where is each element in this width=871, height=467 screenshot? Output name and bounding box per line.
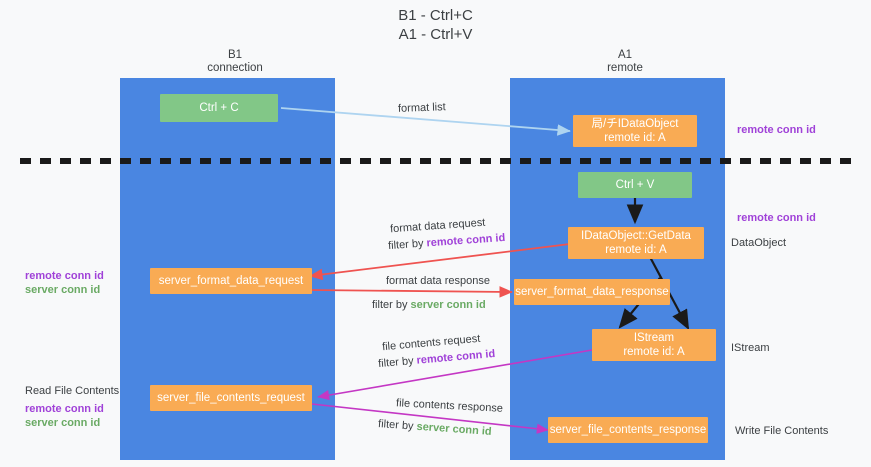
page-title: B1 - Ctrl+C A1 - Ctrl+V: [398, 7, 473, 43]
edge-label-format-data-response-filter: filter by server conn id: [372, 298, 486, 312]
annotation-read-file-contents: Read File Contents: [25, 385, 120, 397]
node-idataobject-remote[interactable]: 局/チIDataObject remote id: A: [573, 115, 697, 147]
node-idataobject-getdata[interactable]: IDataObject::GetData remote id: A: [568, 227, 704, 259]
annotation-left-server-conn-id: server conn id: [25, 284, 101, 296]
node-server-file-contents-request[interactable]: server_file_contents_request: [150, 385, 312, 411]
edge-label-file-contents-response-filter: filter by server conn id: [378, 417, 492, 439]
node-istream[interactable]: IStream remote id: A: [592, 329, 716, 361]
column-header-a1: A1 remote: [607, 49, 643, 74]
annotation-left-remote-conn-id-2: remote conn id: [25, 403, 104, 415]
node-ctrl-v[interactable]: Ctrl + V: [578, 172, 692, 198]
filter-prefix: filter by: [387, 237, 427, 253]
annotation-remote-conn-id-mid: remote conn id: [737, 212, 816, 224]
filter-prefix: filter by: [377, 354, 418, 371]
column-header-b1: B1 connection: [207, 49, 263, 74]
annotation-data-object: DataObject: [731, 237, 787, 249]
annotation-left-remote-conn-id: remote conn id: [25, 270, 104, 282]
node-server-format-data-request[interactable]: server_format_data_request: [150, 268, 312, 294]
edge-label-format-data-response: format data response: [386, 275, 490, 287]
annotation-remote-conn-id-top: remote conn id: [737, 124, 816, 136]
annotation-left-server-conn-id-2: server conn id: [25, 417, 101, 429]
filter-prefix: filter by: [372, 299, 411, 311]
node-server-format-data-response[interactable]: server_format_data_response: [514, 279, 670, 305]
edge-label-format-list: format list: [397, 101, 446, 115]
annotation-istream: IStream: [731, 342, 770, 354]
node-ctrl-c[interactable]: Ctrl + C: [160, 94, 278, 122]
filter-value-remote-conn-id: remote conn id: [416, 347, 496, 367]
filter-prefix: filter by: [377, 418, 417, 433]
annotation-write-file-contents: Write File Contents: [735, 425, 829, 437]
node-server-file-contents-response[interactable]: server_file_contents_response: [548, 417, 708, 443]
filter-value-server-conn-id: server conn id: [416, 420, 492, 438]
filter-value-server-conn-id: server conn id: [410, 299, 486, 311]
edge-label-file-contents-response: file contents response: [395, 397, 504, 415]
filter-value-remote-conn-id: remote conn id: [426, 231, 506, 250]
